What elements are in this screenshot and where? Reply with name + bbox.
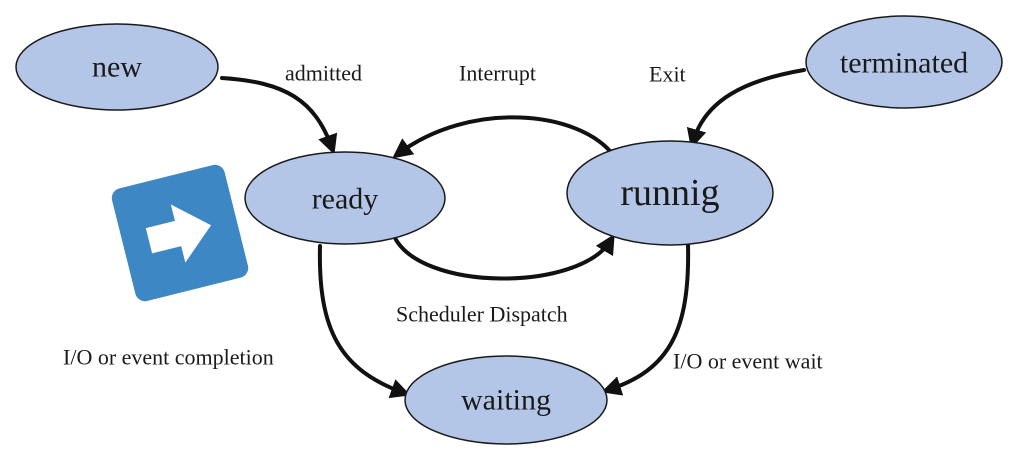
label-interrupt: Interrupt: [459, 61, 536, 86]
arrow-right-icon: [145, 204, 212, 263]
arrow-badge: [111, 164, 249, 302]
state-new: new: [15, 23, 219, 111]
state-ready: ready: [244, 151, 446, 245]
edge-interrupt: [392, 115, 616, 159]
label-io-event-wait: I/O or event wait: [673, 349, 823, 374]
edge-scheduler-dispatch: [392, 233, 615, 281]
state-terminated: terminated: [805, 15, 1003, 109]
state-new-label: new: [92, 51, 142, 84]
state-running-label: runnig: [620, 172, 719, 214]
edge-io-event-wait: [601, 242, 691, 396]
edge-io-event-completion: [317, 244, 411, 399]
label-admitted: admitted: [285, 61, 362, 86]
state-ready-label: ready: [312, 183, 379, 216]
state-waiting-label: waiting: [461, 384, 551, 417]
state-terminated-label: terminated: [840, 47, 968, 80]
edge-admitted: [220, 76, 338, 155]
label-io-event-completion: I/O or event completion: [63, 345, 274, 370]
label-scheduler-dispatch: Scheduler Dispatch: [396, 302, 568, 327]
label-exit: Exit: [649, 62, 686, 87]
state-running: runnig: [566, 140, 774, 246]
state-waiting: waiting: [404, 355, 608, 445]
edge-exit: [686, 68, 806, 149]
